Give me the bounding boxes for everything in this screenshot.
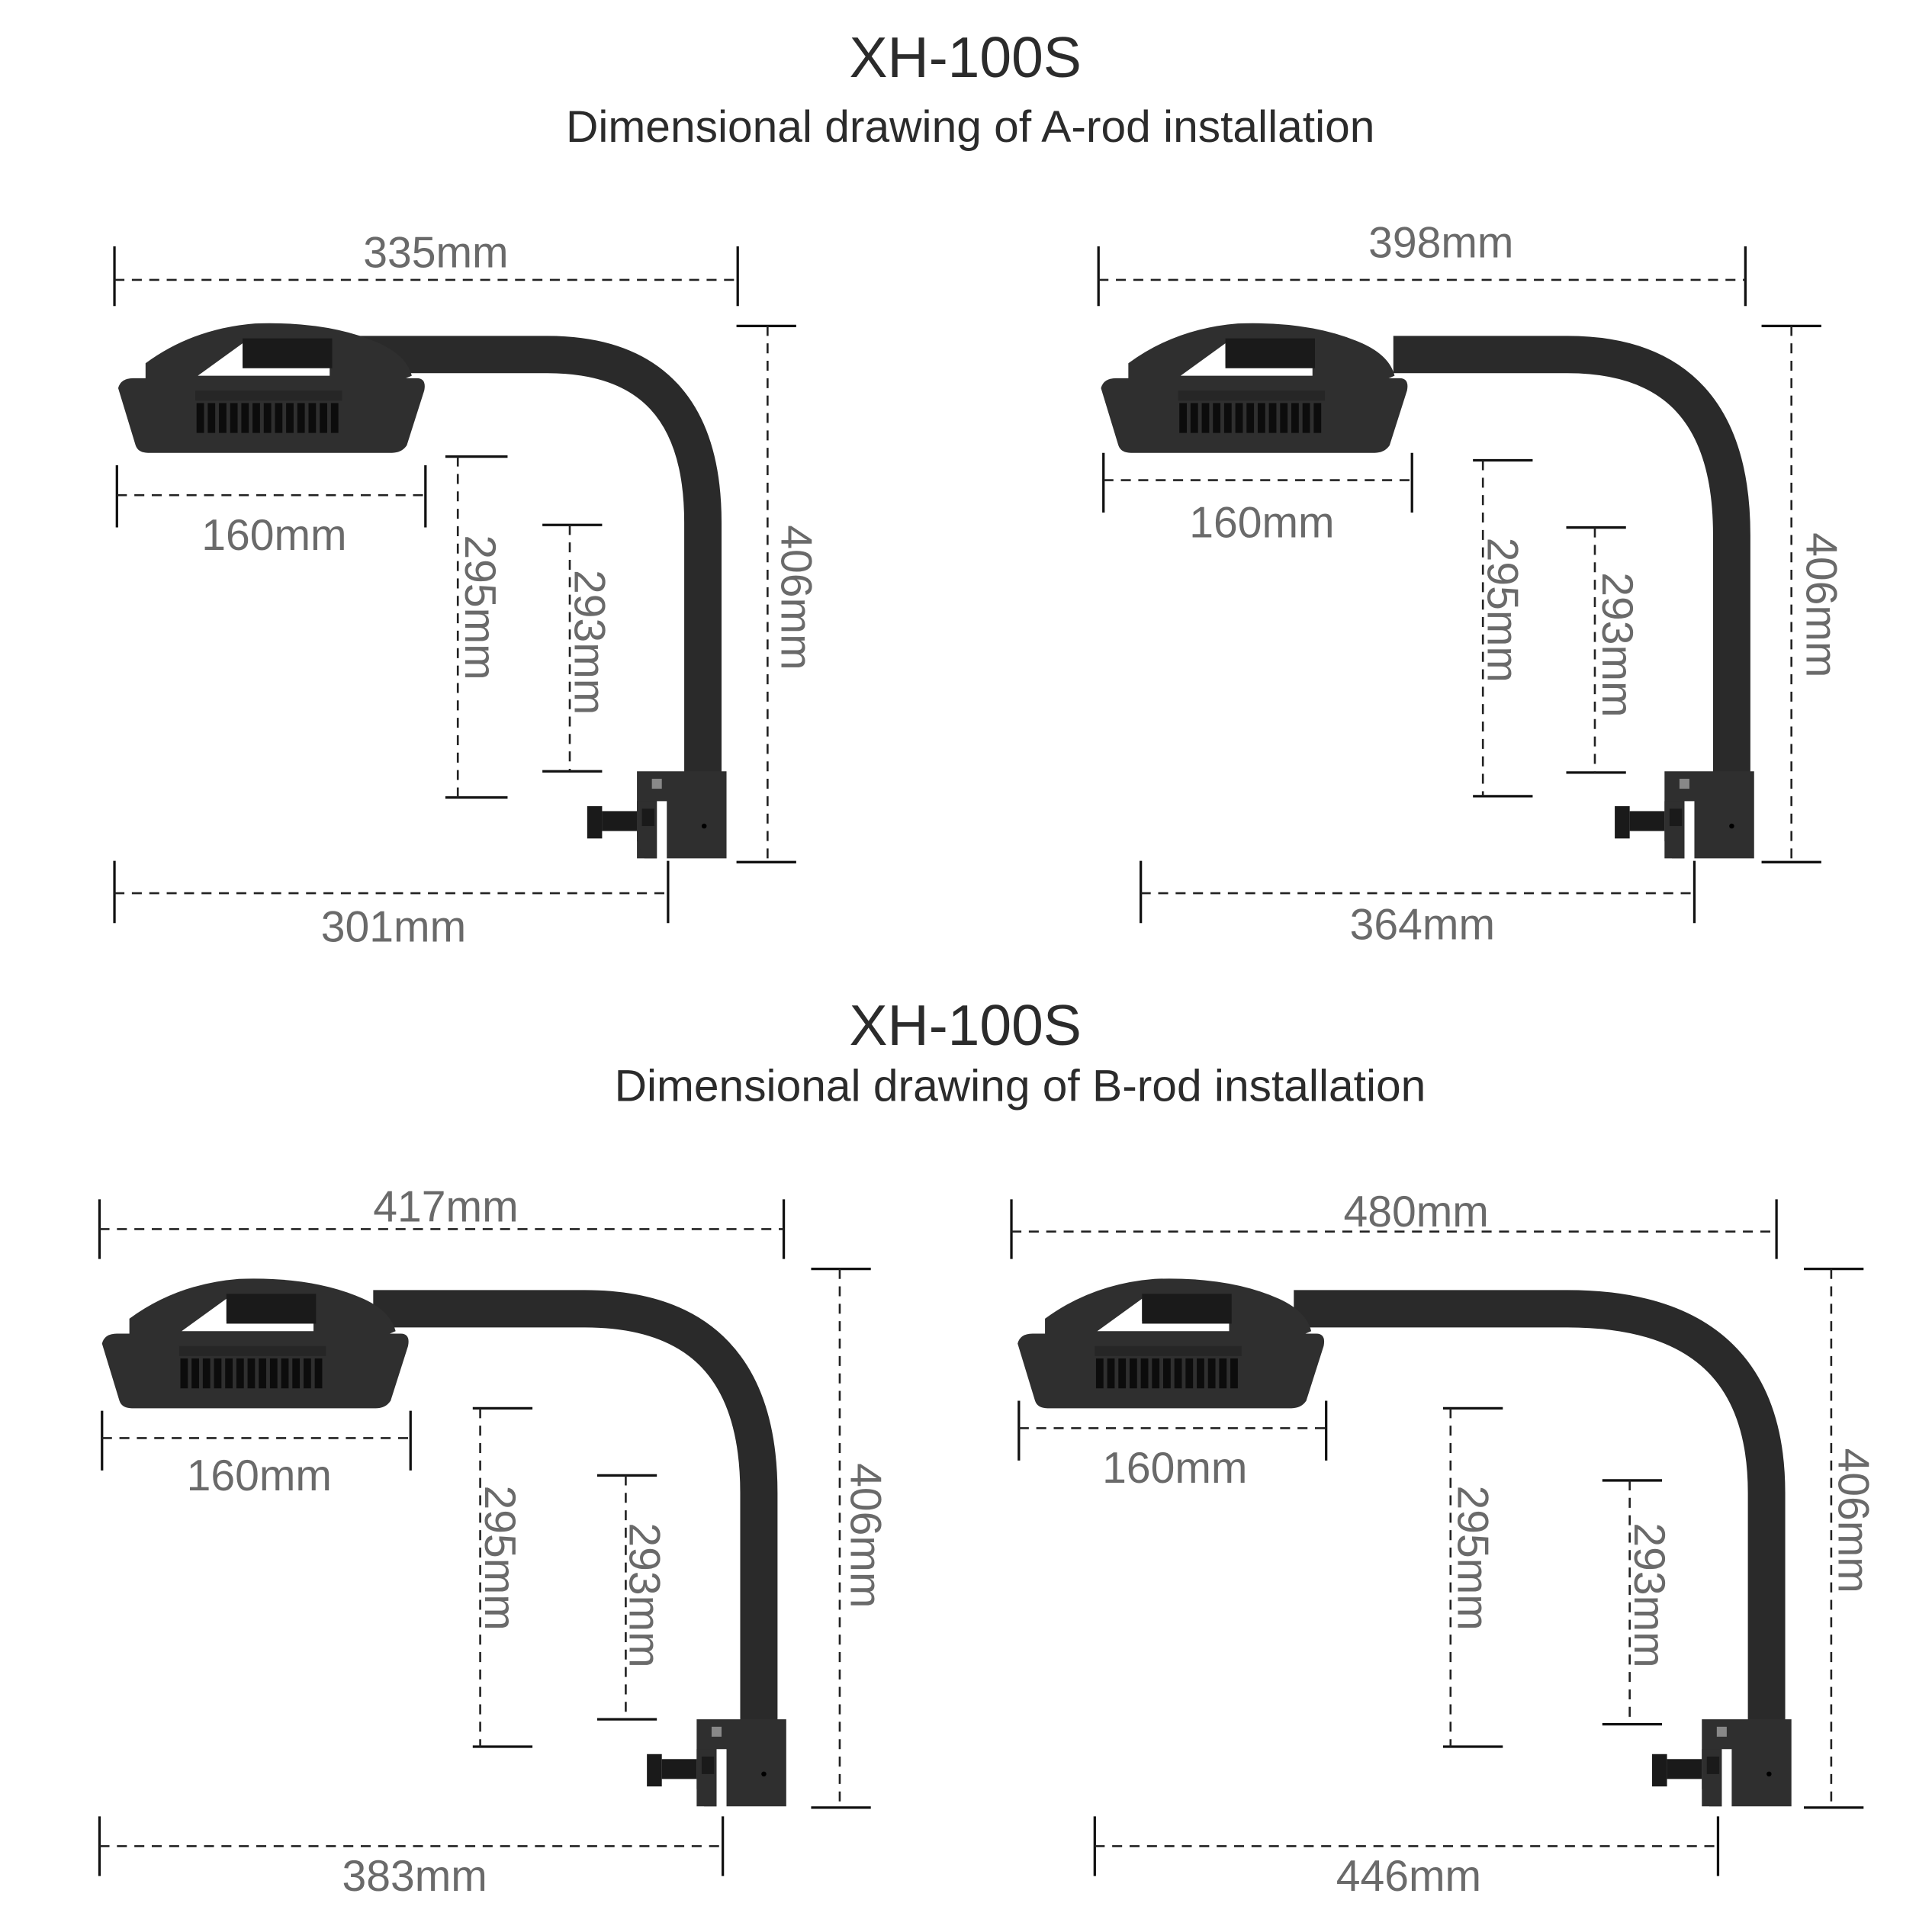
clamp-icon [1652, 1719, 1792, 1807]
dim-overall-width: 335mm [363, 229, 508, 278]
clamp-icon [647, 1719, 786, 1807]
dim-406: 406mm [841, 1463, 890, 1608]
dim-head-width: 160mm [1102, 1444, 1247, 1493]
lamp-head-icon [1101, 323, 1408, 453]
drawing-a1: 335mm 160mm 295mm 293mm 406mm 301mm [113, 229, 820, 952]
dim-head-width: 160mm [1189, 499, 1334, 548]
dim-293: 293mm [1593, 572, 1641, 717]
lamp-head-icon [1017, 1278, 1325, 1409]
dim-293: 293mm [565, 570, 614, 715]
dim-reach: 383mm [342, 1852, 487, 1901]
dim-reach: 301mm [321, 903, 466, 952]
dim-293: 293mm [619, 1522, 668, 1667]
dim-overall-width: 398mm [1368, 219, 1513, 268]
dim-406: 406mm [1829, 1448, 1878, 1593]
dim-head-width: 160mm [201, 511, 346, 560]
section-b-subtitle: Dimensional drawing of B-rod installatio… [615, 1061, 1426, 1111]
dim-reach: 446mm [1336, 1852, 1481, 1901]
dim-reach: 364mm [1350, 900, 1495, 949]
clamp-icon [1615, 771, 1754, 859]
dim-295: 295mm [1448, 1485, 1497, 1630]
dim-295: 295mm [475, 1485, 524, 1630]
dim-overall-width: 417mm [373, 1183, 518, 1232]
dim-295: 295mm [1478, 538, 1527, 683]
section-b-title: XH-100S [849, 993, 1081, 1057]
section-a-title: XH-100S [849, 25, 1081, 89]
dim-overall-width: 480mm [1344, 1188, 1489, 1236]
dim-295: 295mm [455, 535, 504, 680]
drawing-b1: 417mm 160mm 295mm 293mm 406mm 383mm [98, 1183, 890, 1901]
drawing-b2: 480mm 160mm 295mm 293mm 406mm 446mm [1010, 1188, 1878, 1901]
dim-406: 406mm [1796, 532, 1845, 677]
lamp-head-icon [101, 1278, 409, 1409]
section-a-subtitle: Dimensional drawing of A-rod installatio… [566, 102, 1374, 152]
dim-head-width: 160mm [187, 1451, 332, 1500]
drawing-a2: 398mm 160mm 295mm 293mm 406mm 364mm [1097, 219, 1845, 949]
clamp-icon [587, 771, 727, 859]
dim-293: 293mm [1625, 1522, 1673, 1667]
dim-406: 406mm [771, 525, 820, 670]
